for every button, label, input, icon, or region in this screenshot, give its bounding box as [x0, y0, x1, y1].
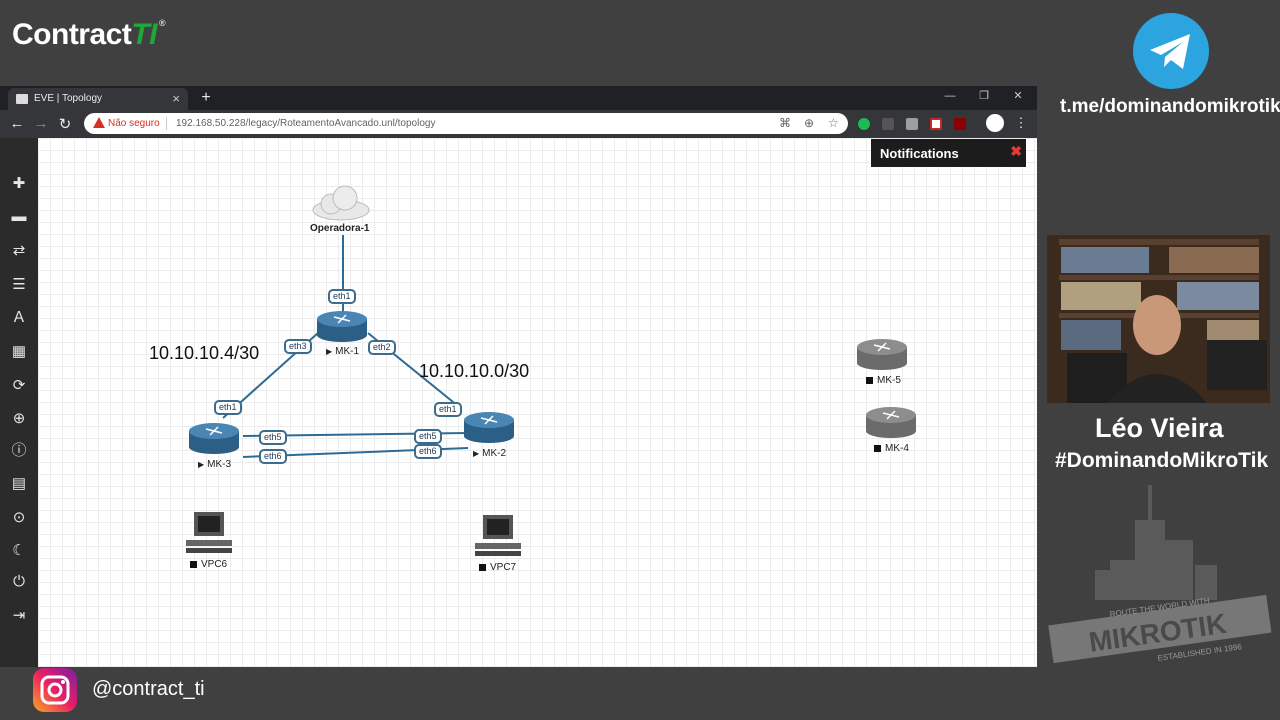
networks-icon[interactable]: ⇄ [12, 242, 26, 259]
restore-button[interactable]: ❐ [979, 90, 989, 102]
presenter-name: Léo Vieira [1095, 413, 1224, 443]
instagram-handle: @contract_ti [92, 678, 205, 700]
router-mk3-icon[interactable] [188, 421, 240, 460]
router-mk4-icon[interactable] [865, 405, 917, 444]
bookmark-star-icon[interactable]: ☆ [828, 116, 839, 130]
pc-vpc7-label: VPC7 [479, 562, 516, 573]
eve-sidebar: ✚ ▬ ⇄ ☰ Ａ ▦ ⟳ ⊕ ⓘ ▤ ⊙ ☾ ⏻ ⇥ [0, 138, 38, 667]
extension-drive-icon[interactable] [906, 118, 918, 130]
tab-close-icon[interactable]: × [172, 91, 180, 106]
mikrotik-logo: ROUTE THE WORLD WITH MIKROTIK ESTABLISHE… [1040, 470, 1280, 670]
text-icon[interactable]: Ａ [11, 309, 27, 326]
router-mk1-label: ▶MK-1 [326, 346, 360, 357]
close-window-button[interactable]: ✕ [1013, 90, 1023, 102]
telegram-icon [1133, 13, 1209, 89]
extension-red-icon[interactable] [954, 118, 966, 130]
warning-icon [93, 117, 105, 128]
contractti-logo: ContractTI® [12, 18, 166, 52]
mk1-eth2-label[interactable]: eth2 [368, 340, 396, 355]
separator [166, 117, 167, 130]
mk1-eth3-label[interactable]: eth3 [284, 339, 312, 354]
status-icon[interactable]: ⊙ [12, 509, 26, 526]
translate-icon[interactable]: ⌘ [779, 116, 791, 130]
mk1-eth1-label[interactable]: eth1 [328, 289, 356, 304]
brand-accent: TI [131, 18, 158, 51]
telegram-handle: t.me/dominandomikrotik [1060, 96, 1280, 117]
nodes-icon[interactable]: ▬ [11, 208, 27, 225]
network-left-label: 10.10.10.4/30 [149, 343, 260, 363]
pc-vpc6-label: VPC6 [190, 559, 227, 570]
mk2-eth5-label[interactable]: eth5 [414, 429, 442, 444]
forward-button[interactable]: → [33, 115, 49, 132]
router-mk5-label: MK-5 [866, 375, 901, 386]
router-mk3-label: ▶MK-3 [198, 459, 232, 470]
mk2-eth1-label[interactable]: eth1 [434, 402, 462, 417]
pc-vpc7-icon[interactable] [473, 513, 523, 564]
router-mk4-label: MK-4 [874, 443, 909, 454]
tab-title: EVE | Topology [34, 93, 103, 104]
network-right-label: 10.10.10.0/30 [419, 361, 530, 381]
power-icon[interactable]: ⏻ [13, 573, 25, 590]
mk3-eth6-label[interactable]: eth6 [259, 449, 287, 464]
profile-avatar-icon[interactable] [986, 114, 1004, 132]
notifications-panel: Notifications ✖ [871, 139, 1026, 167]
registered-mark: ® [159, 18, 166, 28]
brand-name: Contract [12, 18, 132, 51]
presenter-webcam [1047, 235, 1270, 403]
topology-canvas[interactable]: Operadora-1 ▶MK-1 ▶MK-2 ▶MK-3 MK-5 MK-4 … [38, 138, 1037, 667]
url-text[interactable]: 192.168.50.228/legacy/RoteamentoAvancado… [176, 118, 436, 129]
tab-bar: EVE | Topology × + — ❐ ✕ [0, 86, 1037, 110]
back-button[interactable]: ← [9, 115, 25, 132]
router-mk1-icon[interactable] [316, 309, 368, 348]
lab-list-icon[interactable]: ▤ [11, 475, 27, 492]
router-mk2-label: ▶MK-2 [473, 448, 507, 459]
topology-links [222, 235, 469, 458]
tab-eve-topology[interactable]: EVE | Topology × [8, 88, 188, 110]
cloud-label: Operadora-1 [310, 223, 370, 234]
notifications-title: Notifications [880, 146, 959, 161]
new-tab-button[interactable]: + [201, 89, 211, 106]
add-object-icon[interactable]: ✚ [12, 175, 26, 192]
pc-vpc6-icon[interactable] [184, 510, 234, 561]
minimize-button[interactable]: — [944, 90, 956, 102]
refresh-icon[interactable]: ⟳ [12, 377, 26, 394]
router-mk2-icon[interactable] [463, 410, 515, 449]
mk3-eth1-label[interactable]: eth1 [214, 400, 242, 415]
browser-toolbar: ← → ↻ Não seguro 192.168.50.228/legacy/R… [0, 110, 1037, 138]
zoom-icon[interactable]: ⊕ [12, 410, 26, 427]
startup-config-icon[interactable]: ☰ [12, 276, 26, 293]
instagram-icon [33, 668, 77, 712]
security-status[interactable]: Não seguro [108, 118, 160, 129]
info-icon[interactable]: ⓘ [11, 442, 27, 459]
browser-window: EVE | Topology × + — ❐ ✕ ← → ↻ Não segur… [0, 86, 1037, 667]
address-bar[interactable]: Não seguro 192.168.50.228/legacy/Roteame… [84, 113, 848, 134]
extension-green-icon[interactable] [858, 118, 870, 130]
router-mk5-icon[interactable] [856, 337, 908, 376]
mk3-eth5-label[interactable]: eth5 [259, 430, 287, 445]
notifications-close-icon[interactable]: ✖ [1010, 143, 1022, 159]
presenter-hashtag: #DominandoMikroTik [1055, 449, 1269, 472]
reload-button[interactable]: ↻ [58, 116, 72, 133]
eve-favicon-icon [16, 94, 28, 104]
menu-dots-icon[interactable]: ⋮ [1014, 115, 1028, 130]
grid-icon[interactable]: ▦ [11, 343, 27, 360]
mk2-eth6-label[interactable]: eth6 [414, 444, 442, 459]
dark-mode-icon[interactable]: ☾ [12, 542, 26, 559]
zoom-icon[interactable]: ⊕ [804, 116, 815, 130]
logout-icon[interactable]: ⇥ [12, 607, 26, 624]
extension-speaker-icon[interactable] [882, 118, 894, 130]
cloud-icon[interactable] [311, 184, 371, 227]
extension-pocket-icon[interactable] [930, 118, 942, 130]
